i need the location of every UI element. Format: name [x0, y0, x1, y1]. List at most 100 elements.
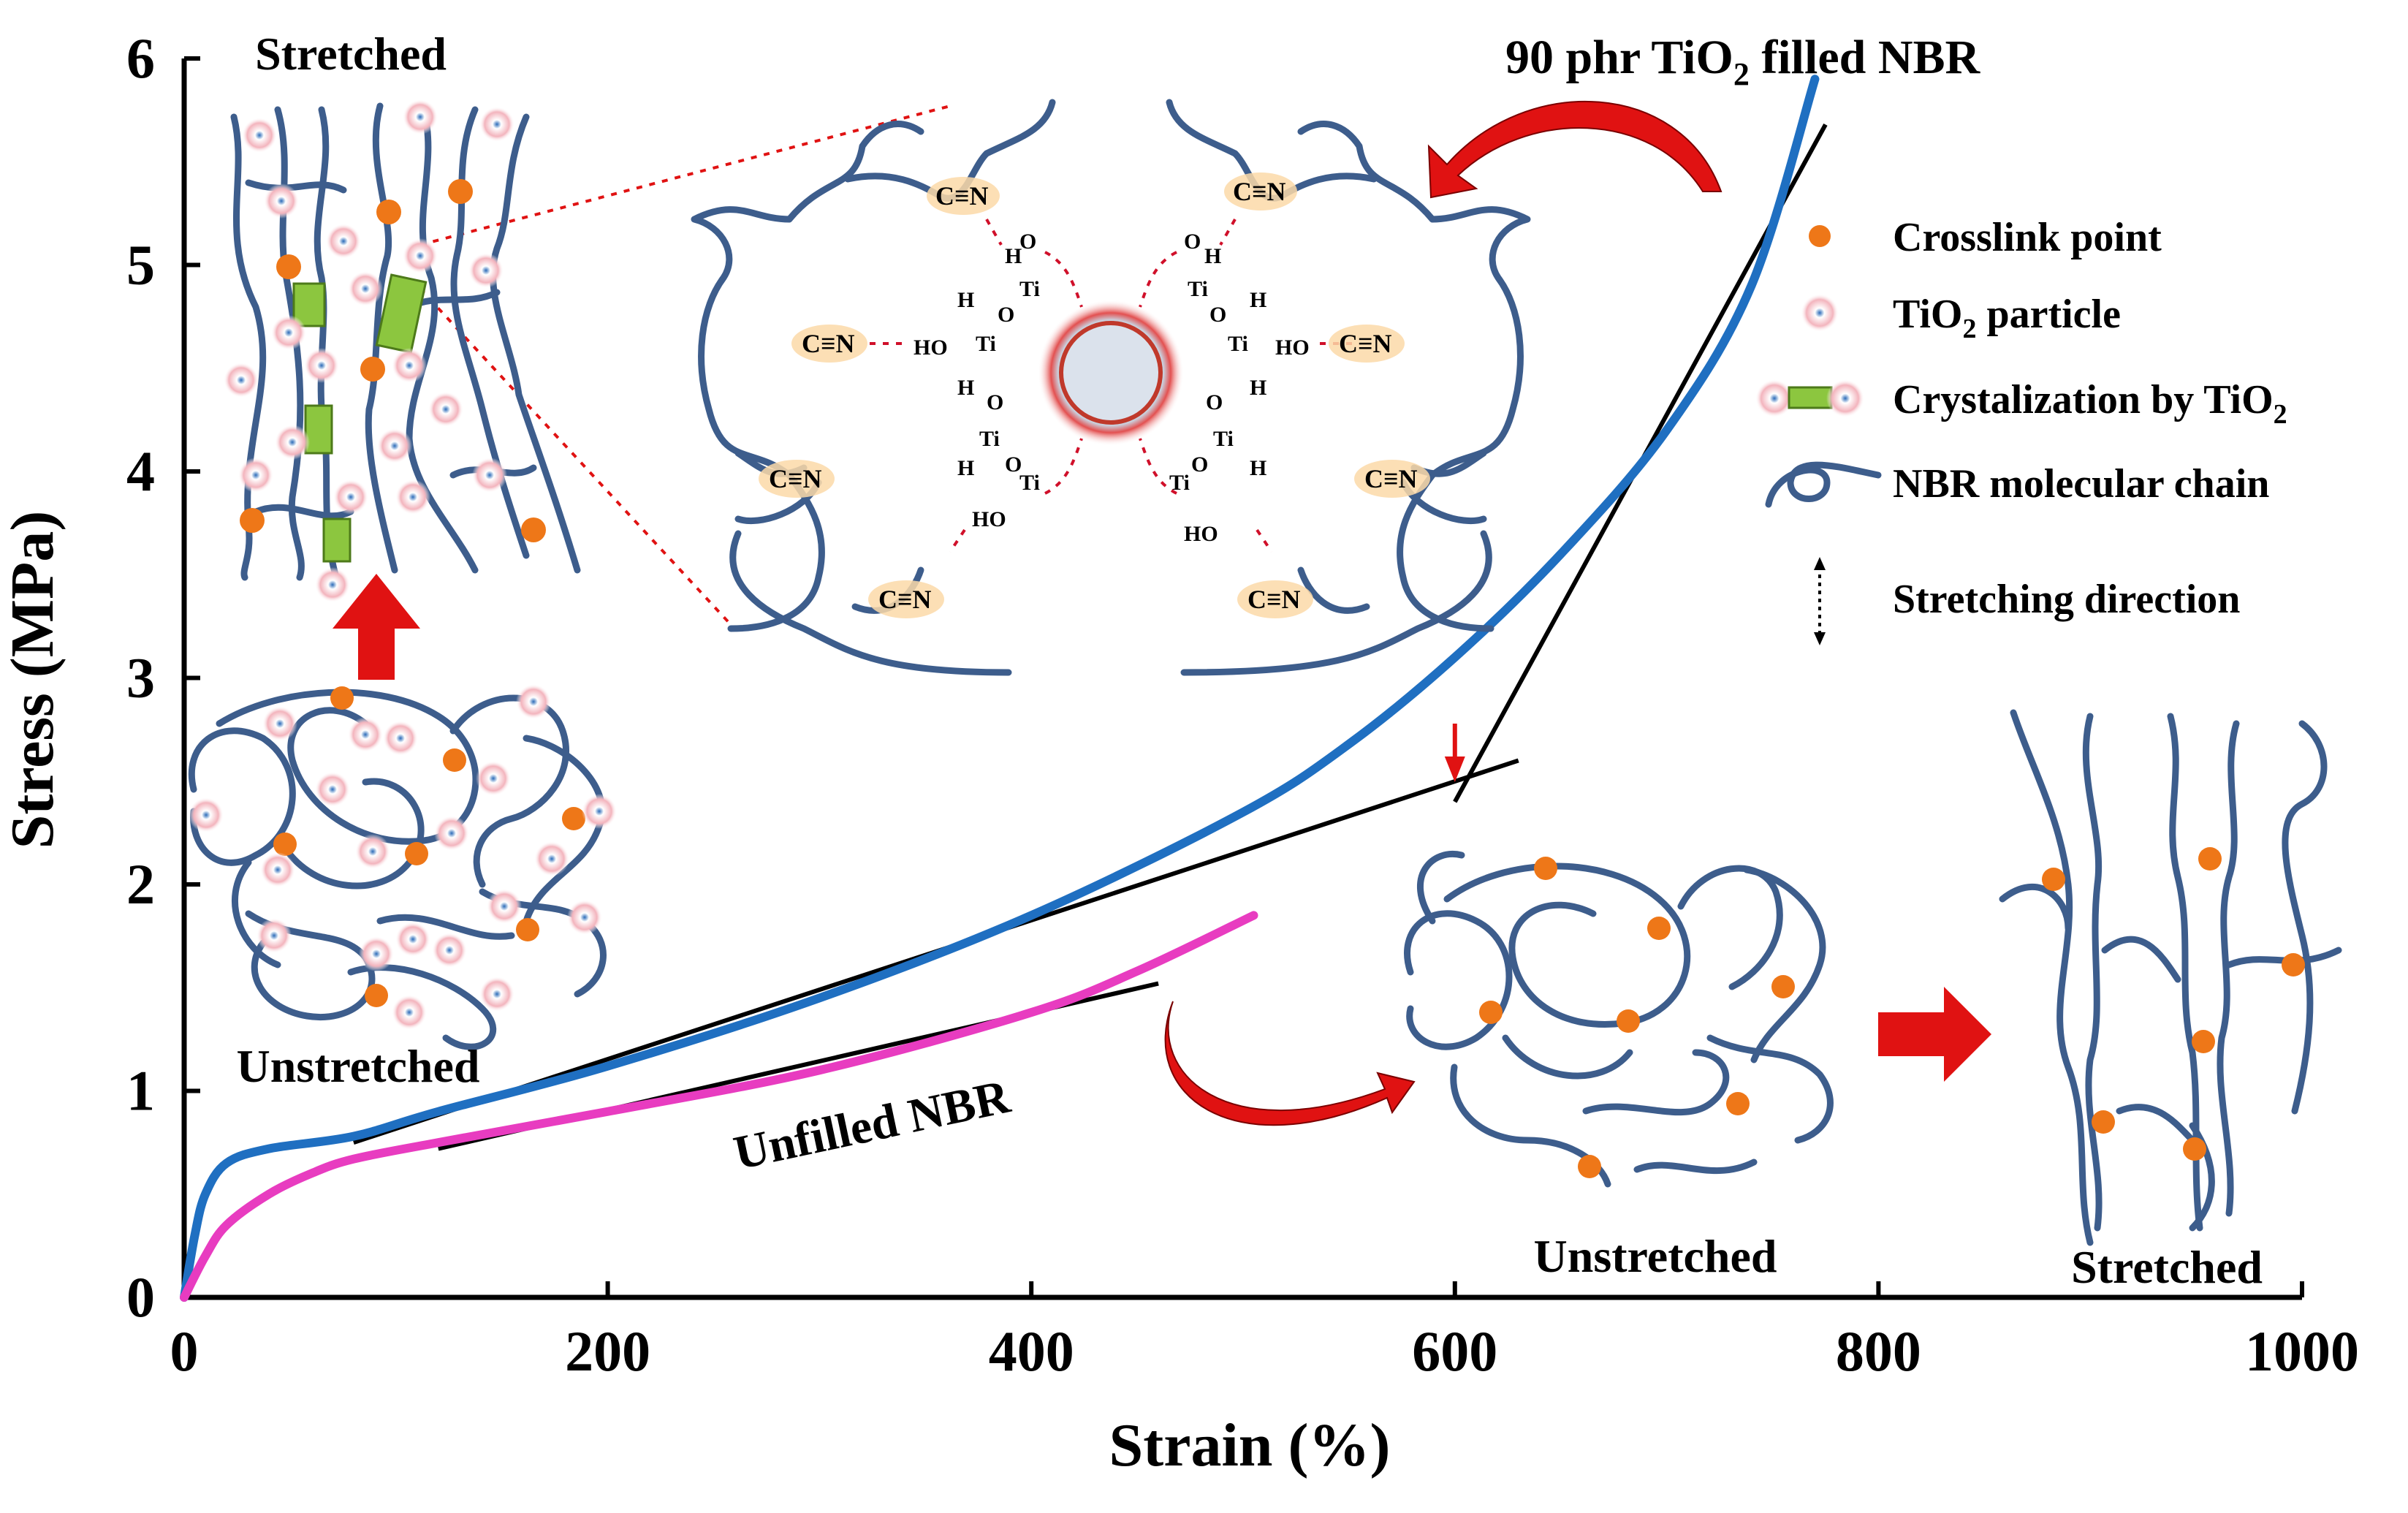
- h-atom: H: [1005, 244, 1022, 268]
- series-line-unfilled: [180, 911, 1258, 1302]
- unfilled-series-label: Unfilled NBR: [729, 1069, 1015, 1180]
- tio2-particle-icon: [377, 428, 412, 463]
- x-tick-label: 1000: [2245, 1319, 2359, 1383]
- tio2-particle-icon: [395, 922, 430, 957]
- y-tick-label: 4: [126, 439, 155, 503]
- h-atom: H: [957, 376, 974, 400]
- x-tick-label: 0: [170, 1319, 199, 1383]
- legend-crystal-marker: [1755, 379, 1864, 417]
- tio2-particle-icon: [275, 425, 310, 460]
- o-atom: O: [1206, 390, 1223, 414]
- y-tick-label: 5: [126, 233, 155, 297]
- tio2-particle-icon: [224, 363, 259, 398]
- legend-tio2-label: TiO2 particle: [1893, 292, 2121, 344]
- tio2-particle-icon: [403, 99, 438, 134]
- tio2-particle-icon: [333, 479, 368, 515]
- tio2-particle-icon: [260, 852, 295, 887]
- x-ticks: 0 200 400 600 800 1000: [170, 1281, 2359, 1383]
- ho-group: HO: [1275, 335, 1310, 360]
- x-tick-label: 800: [1836, 1319, 1921, 1383]
- up-block-arrow: [333, 574, 420, 680]
- legend-chain-label: NBR molecular chain: [1893, 461, 2269, 507]
- tio2-particle-icon: [392, 348, 427, 383]
- tio2-particle-icon: [304, 348, 339, 383]
- h-atom: H: [1204, 244, 1221, 268]
- tio2-particle-icon: [238, 458, 273, 493]
- y-tick-label: 3: [126, 646, 155, 710]
- schematic-stretched-filled: [224, 99, 581, 602]
- tio2-particle-icon: [487, 889, 522, 924]
- cn-group: C≡N: [802, 329, 855, 358]
- ti-atom: Ti: [1019, 277, 1040, 301]
- ti-atom: Ti: [1169, 471, 1190, 495]
- ti-atom: Ti: [1228, 332, 1248, 356]
- tio2-particle-icon: [383, 721, 418, 756]
- h-atom: H: [957, 456, 974, 480]
- schematic-unstretched-unfilled: [1404, 851, 1834, 1188]
- cn-group: C≡N: [1247, 585, 1301, 614]
- h-atom: H: [1250, 288, 1266, 312]
- o-atom: O: [1019, 230, 1036, 254]
- tio2-particle-icon: [348, 717, 383, 752]
- o-atom: O: [1191, 452, 1208, 477]
- cn-group: C≡N: [1233, 177, 1286, 206]
- tio2-particle-icon: [516, 684, 551, 719]
- ti-atom: Ti: [1213, 427, 1234, 451]
- onset-arrow: [1444, 724, 1465, 782]
- zoom-line-bottom: [419, 287, 736, 630]
- legend-stretch-marker: [1814, 557, 1826, 645]
- tio2-particle-icon: [355, 834, 390, 869]
- tio2-particle-icon: [395, 479, 430, 515]
- curved-arrow-bottom: [1164, 1001, 1416, 1126]
- cn-group: C≡N: [1364, 464, 1418, 493]
- tio2-particle-icon: [472, 458, 507, 493]
- legend-crystal-label: Crystalization by TiO2: [1893, 377, 2287, 430]
- series-line-filled: [180, 75, 1820, 1302]
- tio2-particle-icon: [476, 761, 511, 796]
- tio2-particle-icon: [567, 900, 602, 935]
- tio2-particle-icon: [315, 567, 350, 602]
- label-unstretched-left: Unstretched: [237, 1040, 480, 1092]
- x-tick-label: 200: [565, 1319, 650, 1383]
- ho-group: HO: [972, 507, 1006, 531]
- legend-crosslink-marker: [1809, 225, 1831, 247]
- filled-series-label: 90 phr TiO2 filled NBR: [1505, 31, 1981, 92]
- ti-atom: Ti: [976, 332, 996, 356]
- h-atom: H: [1250, 456, 1266, 480]
- y-tick-label: 1: [126, 1059, 155, 1123]
- tio2-particle-icon: [189, 797, 224, 833]
- tio2-particle-icon: [348, 271, 383, 306]
- tio2-particle-icon: [403, 238, 438, 273]
- tio2-particle-icon: [434, 816, 469, 851]
- tio2-particle-icon: [262, 706, 297, 741]
- legend: Crosslink point TiO2 particle Crystaliza…: [1755, 215, 2287, 645]
- tio2-particle-icon: [359, 936, 394, 971]
- ti-atom: Ti: [979, 427, 1000, 451]
- x-axis-label: Strain (%): [1109, 1411, 1391, 1479]
- tio2-particle-icon: [315, 772, 350, 807]
- tio2-particle-icon: [271, 315, 306, 350]
- legend-stretch-label: Stretching direction: [1893, 577, 2240, 622]
- o-atom: O: [1005, 452, 1022, 477]
- tio2-particle-icon: [242, 118, 277, 153]
- tio2-particle-icon: [582, 794, 617, 829]
- y-tick-label: 6: [126, 26, 155, 90]
- ti-atom: Ti: [1019, 471, 1040, 495]
- molecular-interaction-inset: H O Ti O H Ti HO H O Ti H O Ti HO H O Ti…: [691, 99, 1531, 676]
- schematic-stretched-unfilled: [1999, 709, 2342, 1246]
- o-atom: O: [987, 390, 1003, 414]
- o-atom: O: [1209, 303, 1226, 327]
- ho-group: HO: [1184, 522, 1218, 546]
- label-stretched-right: Stretched: [2071, 1241, 2263, 1293]
- x-tick-label: 400: [989, 1319, 1074, 1383]
- tio2-particle-icon: [479, 107, 514, 142]
- tio2-particle-icon: [432, 933, 467, 968]
- label-unstretched-right: Unstretched: [1534, 1230, 1777, 1282]
- chart-series: [180, 75, 1820, 1302]
- ti-atom: Ti: [1188, 277, 1208, 301]
- x-tick-label: 600: [1412, 1319, 1497, 1383]
- legend-tio2-marker: [1801, 294, 1839, 332]
- tio2-particle-icon: [326, 224, 361, 259]
